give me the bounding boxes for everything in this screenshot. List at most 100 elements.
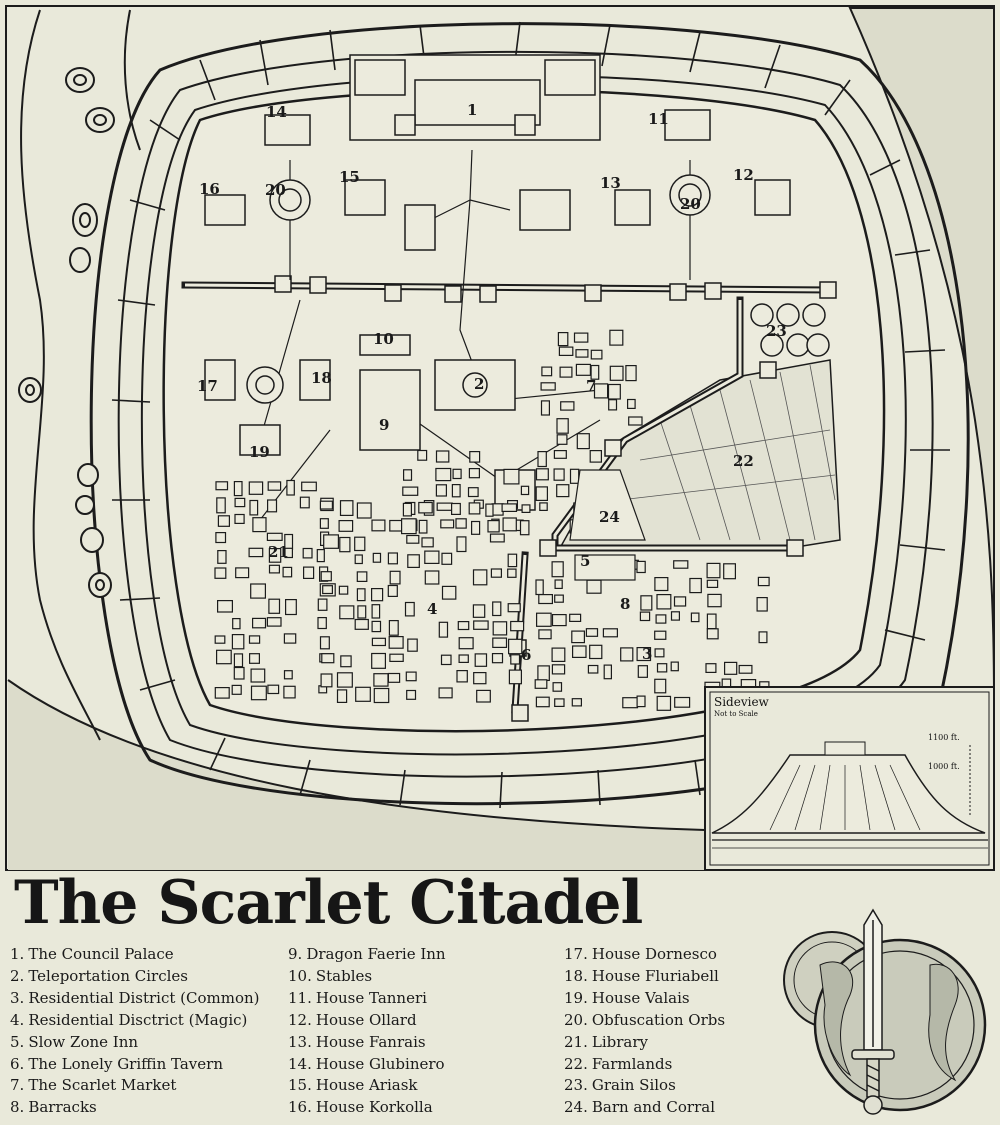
noble-houses [204, 109, 791, 511]
town-building [215, 481, 229, 491]
town-building [503, 468, 520, 485]
town-building [286, 479, 295, 496]
town-building [590, 349, 603, 360]
town-building [452, 468, 462, 480]
town-building [723, 563, 737, 580]
obfuscation-orbs [246, 174, 711, 404]
town-building [554, 698, 565, 708]
town-building [458, 637, 474, 650]
town-building [357, 605, 367, 619]
town-building [339, 536, 351, 553]
map-label-16: 16 [199, 180, 220, 198]
town-building [756, 596, 768, 612]
town-building [706, 579, 719, 588]
town-building [336, 672, 353, 688]
town-building [468, 502, 481, 515]
legend-item: 14.House Glubinero [288, 1054, 445, 1073]
town-building [473, 671, 487, 685]
town-building [252, 517, 267, 533]
town-building [407, 638, 418, 652]
town-building [520, 485, 530, 496]
town-building [319, 636, 330, 650]
town-building [406, 689, 417, 700]
town-building [557, 332, 569, 347]
town-building [589, 450, 603, 463]
town-building [268, 598, 281, 614]
town-building [593, 383, 609, 399]
town-building [556, 484, 570, 498]
town-building [471, 520, 481, 535]
town-building [339, 500, 354, 517]
town-building [673, 596, 687, 607]
map-label-17: 17 [197, 377, 218, 395]
town-building [625, 365, 637, 382]
town-building [554, 579, 563, 589]
town-building [389, 519, 403, 532]
town-building [540, 382, 556, 391]
town-building [249, 499, 259, 516]
town-building [521, 504, 531, 513]
town-building [519, 520, 530, 536]
town-building [249, 653, 261, 664]
town-building [319, 518, 329, 529]
map-label-18: 18 [311, 369, 332, 387]
town-building [323, 534, 340, 549]
town-building [552, 682, 563, 692]
cliff-ring-inner [140, 74, 907, 756]
town-building [231, 684, 242, 695]
town-building [217, 599, 234, 613]
legend-column-3: 17.House Dornesco 18.House Fluriabell 19… [564, 944, 725, 1119]
town-building [740, 678, 757, 688]
town-building [299, 496, 310, 509]
sideview-title: Sideview [714, 695, 770, 709]
legend-item: 10.Stables [288, 966, 373, 985]
town-building [674, 696, 691, 708]
town-building [706, 613, 717, 630]
town-building [371, 637, 386, 647]
town-building [407, 554, 420, 568]
legend-item: 5.Slow Zone Inn [10, 1032, 139, 1051]
town-building [372, 552, 382, 563]
town-building [540, 400, 551, 416]
town-building [285, 598, 297, 616]
town-building [508, 669, 522, 685]
legend-item: 21.Library [564, 1032, 648, 1051]
town-building [266, 532, 283, 541]
map-label-23: 23 [766, 322, 787, 340]
river-right [848, 7, 995, 701]
town-building [216, 649, 232, 665]
legend-item: 13.House Fanrais [288, 1032, 426, 1051]
town-building [467, 487, 479, 498]
town-building [569, 613, 582, 622]
town-building [575, 363, 592, 376]
town-building [541, 366, 553, 377]
town-building [655, 614, 667, 624]
town-building [267, 684, 280, 695]
town-building [402, 486, 419, 496]
town-building [371, 652, 387, 669]
town-building [317, 598, 328, 611]
town-building [232, 617, 241, 630]
legend-item: 11.House Tanneri [288, 988, 427, 1007]
town-building [250, 668, 266, 683]
town-building [250, 685, 267, 701]
town-building [371, 620, 382, 633]
town-building [508, 638, 523, 655]
left-banks [20, 9, 141, 741]
town-building [215, 531, 227, 544]
legend-item: 12.House Ollard [288, 1010, 417, 1029]
map-label-14: 14 [266, 103, 287, 121]
town-building [556, 434, 568, 445]
town-building [268, 547, 282, 563]
legend-item: 22.Farmlands [564, 1054, 673, 1073]
town-building [354, 536, 366, 552]
town-building [438, 621, 449, 638]
town-building [473, 620, 489, 630]
legend-item: 9.Dragon Faerie Inn [288, 945, 446, 963]
town-building [217, 549, 227, 564]
map-label-19: 19 [249, 443, 270, 461]
town-building [402, 502, 412, 517]
town-building [441, 585, 457, 600]
town-building [438, 687, 453, 699]
town-building [371, 519, 386, 532]
